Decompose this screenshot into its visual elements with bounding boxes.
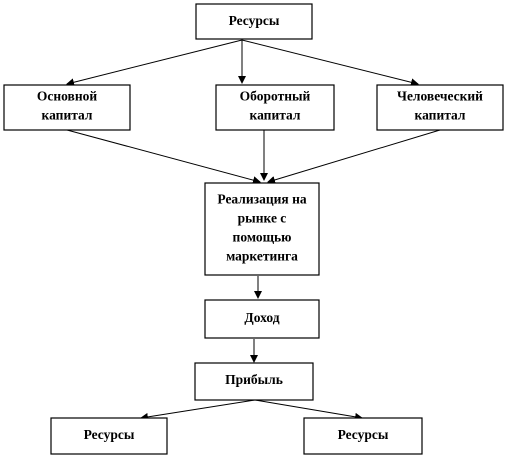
nodes: Ресурсы Основной капитал Оборотный капитал… [3, 3, 504, 455]
node-resources-left: Ресурсы [50, 417, 168, 455]
node-resources-right-label: Ресурсы [338, 427, 389, 442]
node-working-capital: Оборотный капитал [215, 84, 335, 131]
node-label-line: Реализация на [217, 192, 306, 207]
arrow-resources-to-human-capital [241, 39, 419, 87]
node-label-line: Основной [37, 89, 98, 104]
node-label-line: Оборотный [240, 89, 311, 104]
node-profit: Прибыль [194, 362, 314, 401]
node-label-line: капитал [415, 108, 466, 123]
edges [66, 39, 441, 421]
node-working-capital-label: Оборотный капитал [240, 89, 311, 123]
arrow-human-capital-to-market [267, 129, 441, 184]
node-label-line: помощью [233, 230, 292, 245]
node-label-line: Человеческий [397, 89, 483, 104]
node-label-line: Ресурсы [84, 427, 135, 442]
node-label-line: Ресурсы [338, 427, 389, 442]
node-income-label: Доход [244, 310, 279, 325]
node-resources-right: Ресурсы [303, 417, 423, 455]
node-resources-left-label: Ресурсы [84, 427, 135, 442]
node-resources-top: Ресурсы [195, 3, 313, 40]
node-fixed-capital-label: Основной капитал [37, 89, 98, 123]
node-label-line: капитал [250, 108, 301, 123]
node-profit-label: Прибыль [225, 372, 283, 387]
arrow-fixed-capital-to-market [66, 129, 261, 185]
arrow-profit-to-resources-right [254, 399, 363, 421]
node-label-line: Доход [244, 310, 279, 325]
node-market-sale: Реализация на рынке с помощью маркетинга [204, 182, 320, 276]
node-label-line: маркетинга [226, 249, 298, 264]
arrow-resources-to-fixed-capital [66, 39, 243, 87]
node-human-capital: Человеческий капитал [376, 84, 504, 131]
node-label-line: Прибыль [225, 372, 283, 387]
node-human-capital-label: Человеческий капитал [397, 89, 483, 123]
node-market-sale-label: Реализация на рынке с помощью маркетинга [217, 192, 306, 264]
node-label-line: рынке с [238, 211, 287, 226]
node-resources-top-label: Ресурсы [229, 13, 280, 28]
node-fixed-capital: Основной капитал [3, 84, 131, 131]
node-label-line: Ресурсы [229, 13, 280, 28]
arrow-profit-to-resources-left [140, 399, 256, 421]
node-label-line: капитал [42, 108, 93, 123]
node-income: Доход [204, 299, 320, 339]
